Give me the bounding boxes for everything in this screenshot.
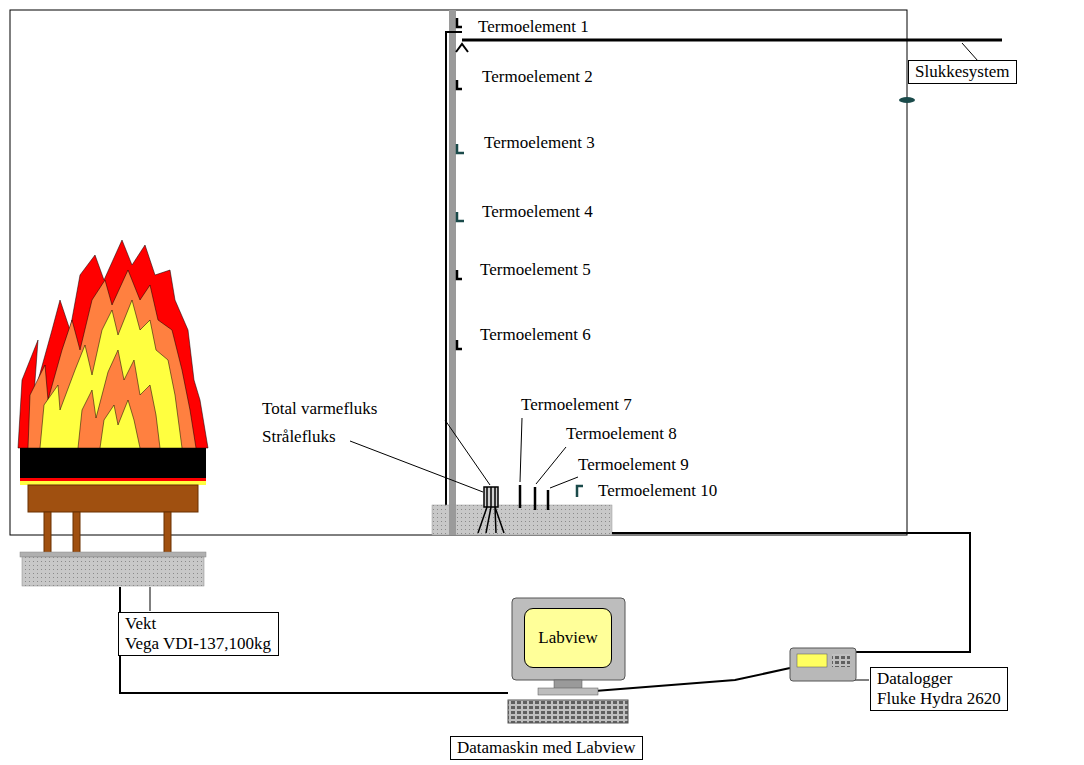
leader-lines [520, 418, 522, 482]
pan-legs [44, 512, 171, 553]
computer-keyboard [508, 700, 628, 723]
room-outline [10, 10, 907, 535]
leader-lines [536, 447, 566, 484]
signal-cables [612, 533, 970, 652]
floor-thermocouples [520, 485, 583, 510]
pan-legs [44, 512, 51, 553]
node-text: Vekt [125, 614, 272, 634]
node-text: Vega VDI-137,100kg [125, 634, 272, 654]
thermocouple-tips [457, 18, 464, 349]
fuel-pan [28, 485, 198, 512]
node-text: Labview [538, 628, 597, 648]
room-outline [10, 10, 907, 535]
thermocouple-tips [457, 18, 462, 27]
sprinkler-pipe [462, 39, 1002, 42]
thermocouple-tips [457, 144, 464, 153]
pan-legs [164, 512, 171, 553]
leader-lines [550, 477, 578, 488]
floor-thermocouples [534, 487, 537, 510]
sensor-block [432, 505, 612, 535]
scale-plate [20, 552, 206, 557]
thermocouple-pole [446, 32, 462, 505]
fire-flames [100, 400, 140, 448]
sprinkler-pipe [456, 44, 468, 52]
sprinkler-pipe [962, 43, 978, 61]
thermocouple-label: Termoelement 1 [478, 17, 589, 37]
leader-lines [150, 587, 151, 611]
fuel-pan [20, 448, 206, 512]
floor-thermocouples [547, 490, 550, 510]
fire-flames [28, 270, 196, 448]
datalogger-device [797, 654, 827, 667]
thermocouple-tips [457, 270, 462, 279]
fuel-pan [20, 481, 206, 485]
thermocouple-label: Termoelement 3 [484, 133, 595, 153]
computer-monitor [554, 680, 582, 689]
callout-box: DataloggerFluke Hydra 2620 [870, 667, 1008, 711]
sensor-label: Strålefluks [262, 427, 336, 447]
fuel-pan [20, 448, 206, 478]
thermocouple-label: Termoelement 8 [566, 424, 677, 444]
computer-monitor [538, 688, 598, 695]
datalogger-device [832, 654, 850, 667]
node-text: Slukkesystem [915, 62, 1010, 82]
node-text: Datamaskin med Labview [457, 738, 636, 758]
callout-box: VektVega VDI-137,100kg [118, 612, 279, 656]
node-text: Fluke Hydra 2620 [877, 689, 1001, 709]
leader-lines [350, 441, 483, 492]
floor-thermocouples [519, 485, 522, 508]
monitor-screen: Labview [524, 608, 612, 668]
signal-cables [120, 587, 508, 693]
thermocouple-label: Termoelement 10 [598, 481, 717, 501]
floor-thermocouples [577, 486, 583, 497]
sensor-block [449, 505, 456, 535]
heat-flux-gauges [487, 487, 495, 507]
thermocouple-label: Termoelement 2 [482, 67, 593, 87]
callout-box: Slukkesystem [908, 60, 1017, 84]
fire-flames [18, 240, 208, 448]
thermocouple-label: Termoelement 5 [480, 260, 591, 280]
sprinkler-pipe [899, 97, 915, 103]
heat-flux-gauges [484, 487, 498, 507]
thermocouple-label: Termoelement 6 [480, 325, 591, 345]
leader-lines [445, 420, 490, 485]
datalogger-device [790, 648, 856, 681]
thermocouple-label: Termoelement 4 [482, 202, 593, 222]
sensor-block [432, 505, 612, 535]
computer-monitor [512, 598, 625, 680]
scale-plate [22, 557, 204, 586]
thermocouple-label: Termoelement 9 [578, 455, 689, 475]
thermocouple-pole [449, 10, 456, 535]
thermocouple-pole [446, 10, 462, 535]
computer-keyboard [508, 700, 628, 723]
thermocouple-tips [457, 212, 464, 221]
heat-flux-gauges [478, 487, 504, 533]
node-text: Datalogger [877, 669, 1001, 689]
callout-box: Datamaskin med Labview [450, 736, 643, 760]
thermocouple-tips [457, 340, 462, 349]
fire-flames [78, 350, 160, 448]
fire-flames [18, 240, 208, 448]
fuel-pan [20, 478, 206, 481]
scale-plate [20, 552, 206, 586]
computer-monitor [512, 598, 625, 695]
heat-flux-gauges [478, 507, 504, 533]
datalogger-device [790, 648, 856, 681]
sensor-label: Total varmefluks [262, 399, 377, 419]
thermocouple-label: Termoelement 7 [521, 395, 632, 415]
thermocouple-tips [457, 80, 462, 89]
pan-legs [73, 512, 80, 553]
fire-flames [40, 300, 182, 448]
